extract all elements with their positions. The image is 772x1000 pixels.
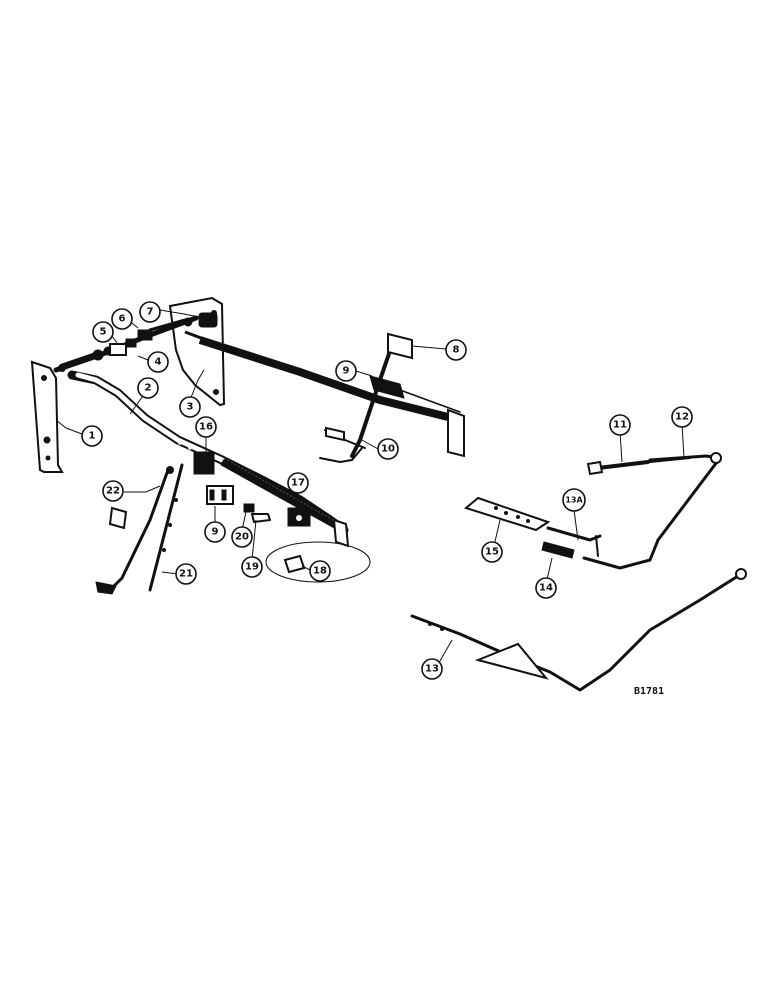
callout-8: 8 <box>445 339 467 361</box>
rod-13-long <box>410 568 747 692</box>
rod-12-bent <box>582 452 722 570</box>
callout-15-label: 15 <box>485 547 499 558</box>
callout-6: 6 <box>111 308 133 330</box>
callout-19-label: 19 <box>245 562 259 573</box>
callout-15: 15 <box>481 541 503 563</box>
callout-17-label: 17 <box>291 478 305 489</box>
callout-5: 5 <box>92 321 114 343</box>
callout-22-label: 22 <box>106 486 120 497</box>
lever-22 <box>95 466 174 595</box>
callout-4: 4 <box>147 351 169 373</box>
callout-20-label: 20 <box>235 532 249 543</box>
callout-16: 16 <box>195 416 217 438</box>
long-tube <box>184 330 465 458</box>
callout-13a: 13A <box>562 488 586 512</box>
callout-1-label: 1 <box>89 431 96 442</box>
plate-15 <box>463 496 551 532</box>
callout-11: 11 <box>609 414 631 436</box>
callout-14-label: 14 <box>539 583 553 594</box>
callout-9-lower: 9 <box>204 521 226 543</box>
callout-16-label: 16 <box>199 422 213 433</box>
rod-21 <box>148 463 184 592</box>
callout-18: 18 <box>309 560 331 582</box>
rod-13a <box>546 526 602 557</box>
callout-9-lower-label: 9 <box>212 527 219 538</box>
cross-shaft <box>53 312 218 373</box>
callout-12-label: 12 <box>675 412 689 423</box>
callout-14: 14 <box>535 577 557 599</box>
callout-13-label: 13 <box>425 664 439 675</box>
callout-12: 12 <box>671 406 693 428</box>
callout-10: 10 <box>377 438 399 460</box>
callout-5-label: 5 <box>100 327 107 338</box>
callout-7-label: 7 <box>147 307 154 318</box>
vertical-arm <box>319 332 413 463</box>
callout-9-upper-label: 9 <box>343 366 350 377</box>
callout-4-label: 4 <box>155 357 162 368</box>
bar-14 <box>541 541 575 559</box>
callout-6-label: 6 <box>119 314 126 325</box>
callout-17: 17 <box>287 472 309 494</box>
frame-bracket <box>193 451 371 583</box>
callout-13a-label: 13A <box>565 496 583 505</box>
callout-18-label: 18 <box>313 566 327 577</box>
callout-19: 19 <box>241 556 263 578</box>
callout-21: 21 <box>175 563 197 585</box>
callout-9-upper: 9 <box>335 360 357 382</box>
callout-11-label: 11 <box>613 420 627 431</box>
callout-7: 7 <box>139 301 161 323</box>
callout-20: 20 <box>231 526 253 548</box>
callout-2-label: 2 <box>145 383 152 394</box>
callout-2: 2 <box>137 377 159 399</box>
callout-8-label: 8 <box>453 345 460 356</box>
callout-21-label: 21 <box>179 569 193 580</box>
callout-3: 3 <box>179 396 201 418</box>
main-frame-rail <box>67 370 350 548</box>
rod-11 <box>586 460 650 476</box>
callout-3-label: 3 <box>187 402 194 413</box>
figure-reference: B1781 <box>634 686 664 697</box>
callout-1: 1 <box>81 425 103 447</box>
left-mount-plate <box>30 360 64 473</box>
callout-13: 13 <box>421 658 443 680</box>
callout-22: 22 <box>102 480 124 502</box>
callout-10-label: 10 <box>381 444 395 455</box>
